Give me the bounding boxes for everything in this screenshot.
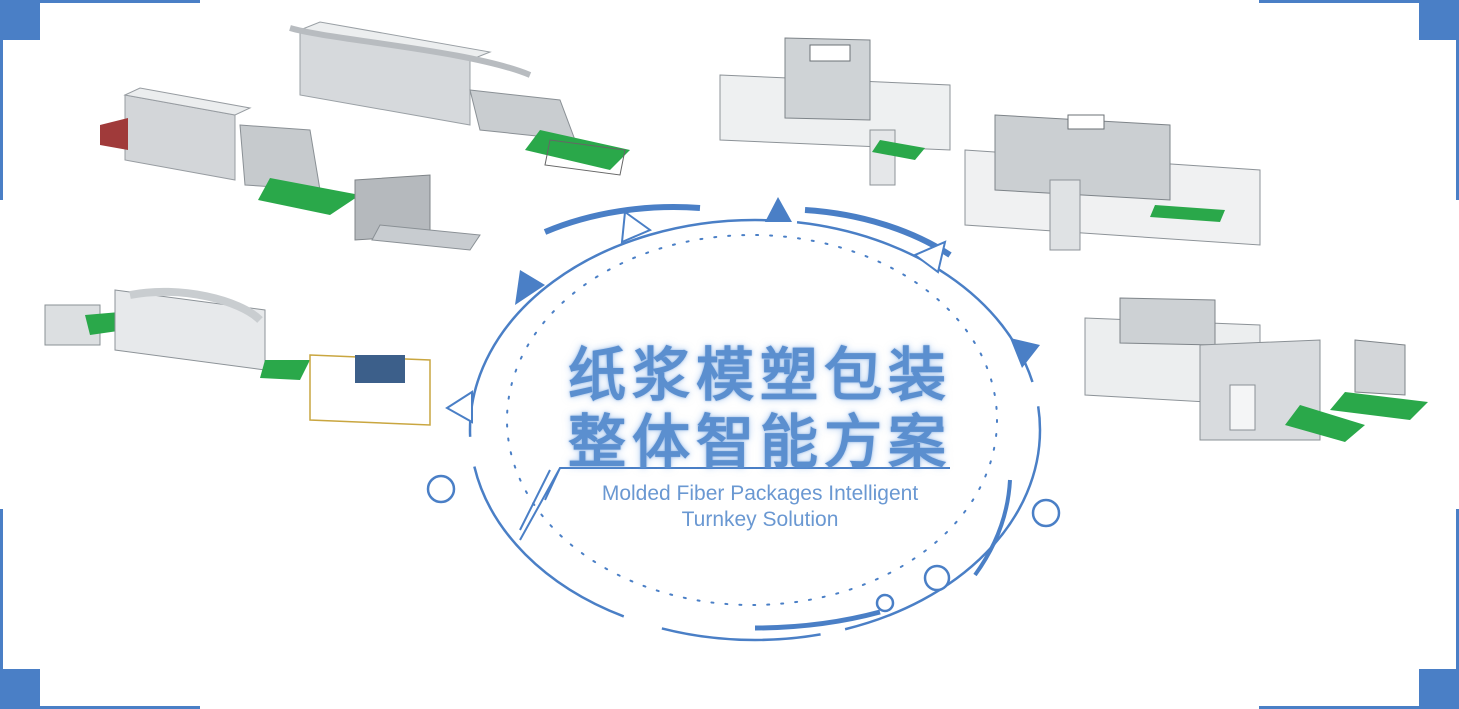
dot-circle-icon [1031,498,1061,528]
title-line-1: 纸浆模塑包装 [567,341,952,409]
arrow-up-icon [765,197,792,222]
dot-circle-icon [923,564,951,592]
dot-circle-icon [426,474,456,504]
ellipse-decoration [426,197,1061,642]
subtitle-line-1: Molded Fiber Packages Intelligent [601,482,919,505]
corner-top-right [1259,0,1459,200]
dot-circle-icon [875,593,895,613]
arrow-left-icon [515,270,545,305]
subtitle-line-2: Turnkey Solution [681,508,839,531]
arrow-outline-right-icon [913,240,947,274]
corner-bottom-left [0,509,200,709]
arrow-right-icon [1010,338,1040,368]
title-line-2: 整体智能方案 [567,408,952,476]
machine-long-dryer-line [289,21,630,176]
machine-forming-cell [719,37,951,186]
machine-twin-dryer-line [100,87,481,251]
corner-bottom-right [1259,509,1459,709]
machine-tableware-line [44,287,431,426]
arrow-outline-top-icon [620,210,653,244]
machine-multi-station-line [1084,297,1428,442]
machine-hot-press-cell [964,114,1261,251]
corner-top-left [0,0,200,200]
arrow-outline-left-icon [445,390,473,424]
